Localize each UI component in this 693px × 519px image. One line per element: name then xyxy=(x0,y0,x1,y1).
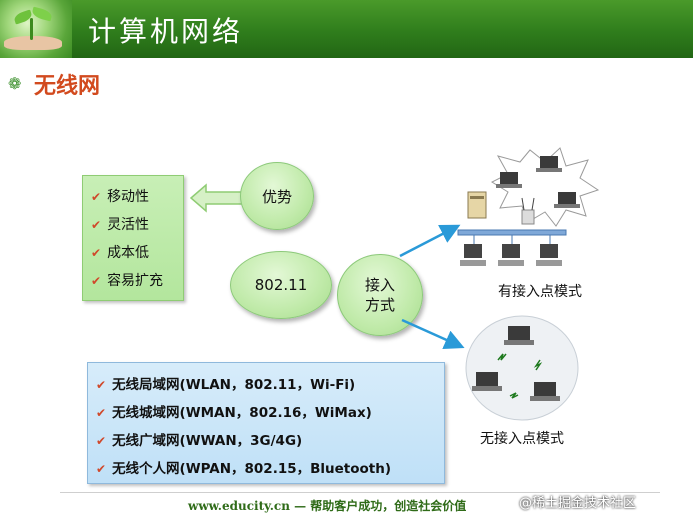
advantages-box: ✔移动性 ✔灵活性 ✔成本低 ✔容易扩充 xyxy=(82,175,184,301)
laptop-icon xyxy=(554,192,580,208)
arrow-to-ap-mode xyxy=(399,224,461,258)
sprout-stem xyxy=(30,18,33,40)
desktop-icon xyxy=(536,235,562,266)
desktop-icon xyxy=(460,235,486,266)
check-icon: ✔ xyxy=(91,190,102,204)
hand-shape xyxy=(4,36,62,50)
server-icon xyxy=(467,191,487,219)
laptop-icon xyxy=(536,156,562,172)
check-icon: ✔ xyxy=(91,274,102,288)
advantage-item: ✔容易扩充 xyxy=(91,273,164,289)
watermark: @稀土掘金技术社区 xyxy=(519,496,637,511)
advantage-item: ✔灵活性 xyxy=(91,217,150,233)
adhoc-mode-label: 无接入点模式 xyxy=(480,431,564,447)
check-icon: ✔ xyxy=(96,462,107,476)
check-icon: ✔ xyxy=(91,246,102,260)
laptop-icon xyxy=(504,326,534,345)
access-mode-ellipse: 接入 方式 xyxy=(337,254,423,336)
check-icon: ✔ xyxy=(96,434,107,448)
arrow-to-adhoc-mode xyxy=(401,318,465,349)
sprout-leaf-right xyxy=(31,6,53,22)
network-type-item: ✔无线广域网(WWAN，3G/4G) xyxy=(96,433,303,449)
wireless-link xyxy=(497,353,507,361)
advantage-item: ✔移动性 xyxy=(91,189,150,205)
network-type-item: ✔无线个人网(WPAN，802.15，Bluetooth) xyxy=(96,461,392,477)
adhoc-mode-cloud xyxy=(465,315,579,421)
laptop-icon xyxy=(472,372,502,391)
wireless-link xyxy=(533,359,543,371)
footer-text: www.educity.cn — 帮助客户成功，创造社会价值 xyxy=(188,499,467,513)
lan-bus xyxy=(457,229,567,236)
access-point-icon xyxy=(521,197,535,225)
wireless-link xyxy=(509,392,519,399)
check-icon: ✔ xyxy=(91,218,102,232)
standard-ellipse: 802.11 xyxy=(230,251,332,319)
laptop-icon xyxy=(530,382,560,401)
advantage-ellipse: 优势 xyxy=(240,162,314,230)
desktop-icon xyxy=(498,235,524,266)
ap-mode-cloud xyxy=(490,147,600,227)
ap-mode-label: 有接入点模式 xyxy=(498,284,582,300)
section-title: 无线网 xyxy=(34,74,101,99)
footer-divider xyxy=(60,492,660,493)
sprout-in-hand-image xyxy=(0,0,72,58)
flower-bullet-icon: ❁ xyxy=(8,74,22,93)
network-type-item: ✔无线局域网(WLAN，802.11，Wi-Fi) xyxy=(96,377,356,393)
advantage-item: ✔成本低 xyxy=(91,245,150,261)
network-type-item: ✔无线城域网(WMAN，802.16，WiMax) xyxy=(96,405,372,421)
title-bar: 计算机网络 xyxy=(0,0,693,58)
check-icon: ✔ xyxy=(96,406,107,420)
laptop-icon xyxy=(496,172,522,188)
slide-title: 计算机网络 xyxy=(88,15,244,48)
network-types-box: ✔无线局域网(WLAN，802.11，Wi-Fi) ✔无线城域网(WMAN，80… xyxy=(87,362,445,484)
check-icon: ✔ xyxy=(96,378,107,392)
